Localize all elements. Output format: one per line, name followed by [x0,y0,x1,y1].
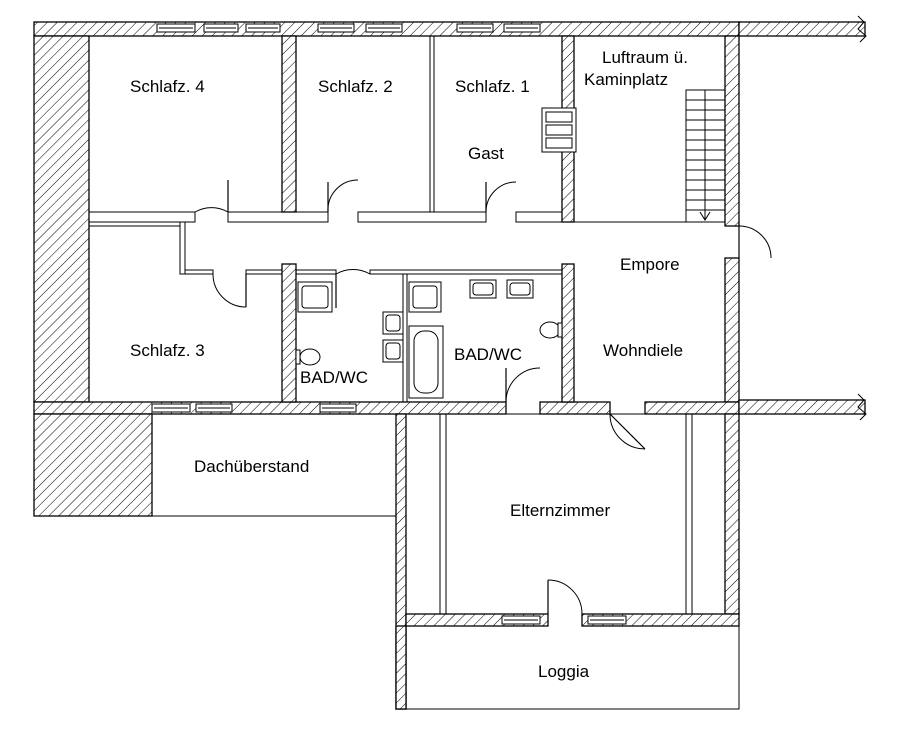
doors [194,179,772,615]
break-marks [857,15,867,421]
label-luftraum-line1: Luftraum ü. [602,48,688,67]
windows [151,23,627,625]
bathroom-fixtures [295,279,563,399]
staircase [685,89,726,223]
label-loggia: Loggia [538,662,590,681]
label-bad-wc-left: BAD/WC [300,368,368,387]
label-schlafz2: Schlafz. 2 [318,77,393,96]
label-luftraum-line2: Kaminplatz [584,70,668,89]
label-schlafz3: Schlafz. 3 [130,341,205,360]
label-wohndiele: Wohndiele [603,341,683,360]
label-gast: Gast [468,144,504,163]
label-schlafz1: Schlafz. 1 [455,77,530,96]
fireplace [541,107,577,153]
roof-overhang-area [33,413,407,710]
label-empore: Empore [620,255,680,274]
label-elternzimmer: Elternzimmer [510,501,610,520]
label-dachueberstand: Dachüberstand [194,457,309,476]
label-schlafz4: Schlafz. 4 [130,77,205,96]
label-bad-wc-right: BAD/WC [454,345,522,364]
